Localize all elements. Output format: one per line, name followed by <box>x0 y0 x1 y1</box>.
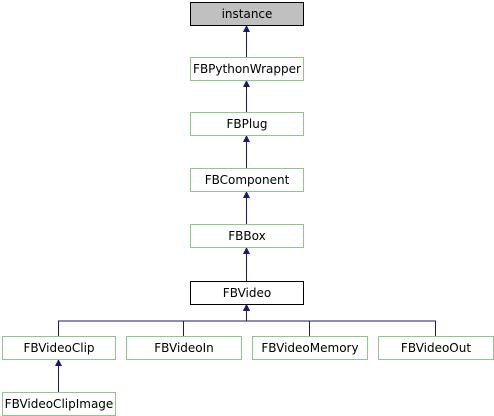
edge-fbvideoclip-to-fbvideo <box>58 304 250 336</box>
node-box-fbplug <box>190 112 304 136</box>
node-box-fbvideoin <box>126 336 242 360</box>
node-fbvideomemory[interactable]: FBVideoMemory <box>252 336 368 360</box>
node-label-fbbox: FBBox <box>228 229 265 243</box>
node-fbbox[interactable]: FBBox <box>190 224 304 248</box>
edge-fbvideoin-to-fbvideo <box>183 304 250 336</box>
edge-fbvideoout-to-fbvideo <box>243 304 436 336</box>
edges-layer <box>55 25 436 392</box>
node-fbplug[interactable]: FBPlug <box>190 112 304 136</box>
node-label-fbvideoclipimage: FBVideoClipImage <box>5 397 114 411</box>
node-fbpythonwrapper[interactable]: FBPythonWrapper <box>190 57 304 81</box>
node-fbcomponent[interactable]: FBComponent <box>190 168 304 192</box>
edge-fbvideomemory-to-fbvideo <box>243 304 310 336</box>
node-label-fbvideomemory: FBVideoMemory <box>261 341 358 355</box>
node-fbvideo: FBVideo <box>190 281 304 305</box>
node-fbvideoin[interactable]: FBVideoIn <box>126 336 242 360</box>
node-box-fbcomponent <box>190 168 304 192</box>
node-label-fbpythonwrapper: FBPythonWrapper <box>193 62 301 76</box>
node-box-fbpythonwrapper <box>190 57 304 81</box>
node-fbvideoclip[interactable]: FBVideoClip <box>2 336 116 360</box>
node-label-fbplug: FBPlug <box>227 117 268 131</box>
node-label-fbcomponent: FBComponent <box>205 173 290 187</box>
node-instance: instance <box>190 2 304 26</box>
node-label-fbvideoclip: FBVideoClip <box>23 341 94 355</box>
node-fbvideoclipimage[interactable]: FBVideoClipImage <box>2 392 116 416</box>
node-box-fbbox <box>190 224 304 248</box>
node-fbvideoout[interactable]: FBVideoOut <box>378 336 494 360</box>
node-box-fbvideoclip <box>2 336 116 360</box>
node-label-fbvideoin: FBVideoIn <box>154 341 214 355</box>
node-box-fbvideomemory <box>252 336 368 360</box>
node-box-instance <box>190 2 304 26</box>
node-label-fbvideoout: FBVideoOut <box>401 341 471 355</box>
node-label-instance: instance <box>222 7 273 21</box>
node-box-fbvideo <box>190 281 304 305</box>
node-label-fbvideo: FBVideo <box>223 286 271 300</box>
